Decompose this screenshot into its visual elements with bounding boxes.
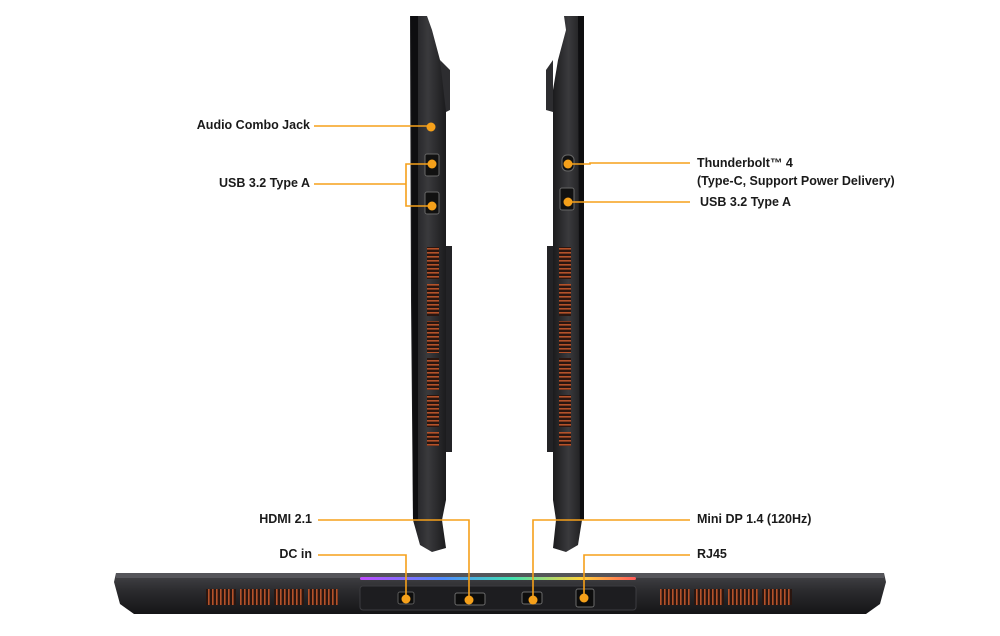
laptop-right-side-icon [546, 16, 584, 552]
label-audio-combo-jack: Audio Combo Jack [196, 118, 310, 132]
port-marker-icon [401, 122, 589, 605]
label-usb-right: USB 3.2 Type A [700, 195, 791, 209]
label-thunderbolt-line2: (Type-C, Support Power Delivery) [697, 174, 895, 188]
label-mini-dp: Mini DP 1.4 (120Hz) [697, 512, 812, 526]
label-usb-left: USB 3.2 Type A [219, 176, 310, 190]
laptop-rear-view-icon [114, 573, 886, 614]
label-rj45: RJ45 [697, 547, 727, 561]
label-hdmi: HDMI 2.1 [259, 512, 312, 526]
rear-vent-grilles [206, 589, 792, 605]
right-vent-grilles [559, 247, 571, 446]
laptop-left-side-icon [410, 16, 452, 552]
label-dc-in: DC in [279, 547, 312, 561]
left-vent-grilles [427, 247, 439, 446]
callout-lines [314, 125, 690, 600]
label-thunderbolt-line1: Thunderbolt™ 4 [697, 156, 793, 170]
